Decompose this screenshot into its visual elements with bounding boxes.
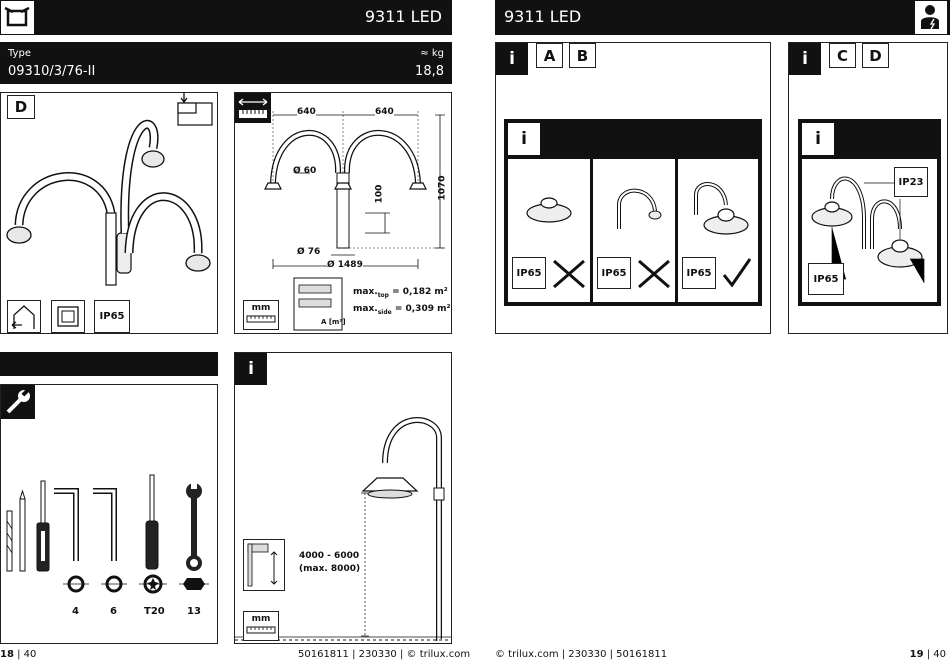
cross-icon [552, 259, 586, 289]
type-bar: Type 09310/3/76-II ≈ kg 18,8 [0, 42, 452, 84]
dim-100: 100 [374, 184, 385, 204]
tool-size-6: 6 [110, 606, 117, 617]
ab-ip-1: IP65 [512, 257, 546, 289]
left-footer-ref: 50161811 | 230330 | © trilux.com [298, 649, 471, 660]
mm-unit-box: mm [243, 300, 279, 330]
dim-640-left: 640 [297, 107, 316, 117]
dim-640-right: 640 [375, 107, 394, 117]
ab-case-2: IP65 [593, 159, 675, 302]
wrench-icon [1, 385, 35, 419]
tools-header-bar [0, 352, 218, 376]
cross-icon [637, 259, 671, 289]
type-value: 09310/3/76-II [8, 64, 96, 79]
type-label: Type [8, 48, 31, 59]
ab-ip-3: IP65 [682, 257, 716, 289]
right-header-bar: 9311 LED [495, 0, 950, 35]
luminaire-drawing [6, 119, 211, 286]
ab-case-3: IP65 [678, 159, 758, 302]
ip-badge: IP65 [94, 300, 130, 333]
surface-lamp-icon [526, 197, 572, 223]
height-range: 4000 - 6000 [299, 551, 360, 561]
mount-mm-label: mm [251, 614, 271, 624]
surface-mount-icon [51, 300, 85, 333]
tool-size-4: 4 [72, 606, 79, 617]
tag-d: D [862, 43, 889, 68]
cd-inner-info: i [802, 123, 834, 155]
mount-mm-box: mm [243, 611, 279, 641]
left-header-title: 9311 LED [364, 7, 442, 26]
arm-lamp-icon [617, 188, 662, 229]
panel-cd: i C D i IP23 IP65 [788, 42, 948, 334]
right-footer-ref: © trilux.com | 230330 | 50161811 [495, 649, 668, 660]
ruler-icon [235, 93, 271, 123]
tag-b: B [569, 43, 596, 68]
check-icon [722, 257, 752, 289]
right-footer-page: 19 | 40 [909, 649, 946, 660]
electrician-icon [914, 0, 948, 35]
ab-ip-2: IP65 [597, 257, 631, 289]
weight-value: 18,8 [415, 64, 444, 79]
panel-luminaire: D IP65 [0, 92, 218, 334]
cd-ip-bottom: IP65 [808, 263, 844, 295]
panel-d-tag: D [7, 95, 35, 119]
install-orientation-icon [176, 93, 216, 127]
weight-unit: ≈ kg [420, 48, 444, 59]
left-header-bar: 9311 LED [0, 0, 452, 35]
mount-drawing [235, 417, 451, 641]
mm-label: mm [251, 303, 271, 313]
panel-ab: i A B i IP65 IP65 [495, 42, 771, 334]
tag-c: C [829, 43, 856, 68]
dim-1070: 1070 [437, 175, 448, 201]
cd-inner-area: IP23 IP65 [802, 159, 937, 302]
cd-info-tag: i [789, 43, 821, 75]
panel-mounting-height: i 4000 - 6000 (max. 8000) mm [234, 352, 452, 644]
ab-comparison-box: i IP65 IP65 [504, 119, 762, 306]
outdoor-house-icon [7, 300, 41, 333]
dim-d60: Ø 60 [293, 166, 317, 176]
right-header-title: 9311 LED [504, 7, 582, 26]
ab-inner-info: i [508, 123, 540, 155]
panel-tools: 4 6 T20 13 [0, 384, 218, 644]
dim-d1489: Ø 1489 [327, 260, 363, 270]
tag-a: A [536, 43, 563, 68]
tools-drawing [6, 474, 209, 594]
mount-info-tag: i [235, 353, 267, 385]
panel-dimensions: 640 640 Ø 60 100 1070 Ø 76 Ø 1489 A [m²]… [234, 92, 452, 334]
height-icon [243, 539, 285, 591]
area-unit: A [m²] [321, 318, 346, 326]
cd-ip-top: IP23 [894, 167, 928, 197]
tool-size-t20: T20 [144, 606, 165, 617]
max-side-text: max.side = 0,309 m² [353, 304, 451, 316]
max-top-text: max.top = 0,182 m² [353, 287, 448, 299]
ab-case-1: IP65 [508, 159, 590, 302]
tool-size-13: 13 [187, 606, 201, 617]
left-footer-page: 18 | 40 [0, 649, 37, 660]
dimension-drawing [264, 111, 445, 331]
box-icon [0, 0, 35, 35]
full-lamp-icon [694, 182, 749, 235]
cd-box: i IP23 IP65 [798, 119, 941, 306]
height-max: (max. 8000) [299, 564, 361, 574]
dim-d76: Ø 76 [297, 247, 321, 257]
ab-info-tag: i [496, 43, 528, 75]
